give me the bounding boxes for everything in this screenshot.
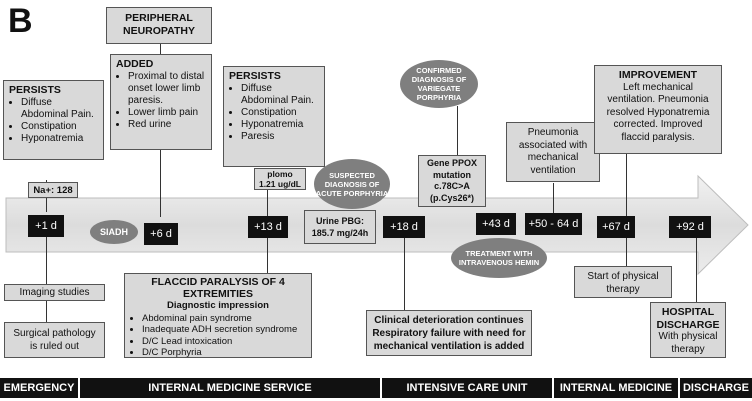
day-marker: +13 d: [248, 216, 288, 238]
box-title: PERSISTS: [229, 70, 281, 82]
phase-internal-medicine: INTERNAL MEDICINE: [554, 378, 678, 398]
list-item: Diffuse Abdominal Pain.: [21, 97, 98, 121]
physical-therapy-box: Start of physical therapy: [574, 266, 672, 298]
list-item: Constipation: [21, 121, 98, 133]
list-item: D/C Porphyria: [142, 347, 306, 359]
imaging-box: Imaging studies: [4, 284, 105, 301]
improvement-box: IMPROVEMENT Left mechanical ventilation.…: [594, 65, 722, 154]
persists-box-1: PERSISTS Diffuse Abdominal Pain. Constip…: [3, 80, 104, 160]
day-marker: +6 d: [144, 223, 178, 245]
list-item: Red urine: [128, 119, 206, 131]
connector-line: [160, 150, 161, 217]
list-item: Hyponatremia: [241, 119, 319, 131]
added-box: ADDED Proximal to distal onset lower lim…: [110, 54, 212, 150]
day-marker: +50 - 64 d: [525, 213, 582, 235]
discharge-text: With physical therapy: [658, 331, 718, 355]
lead-label: plomo: [267, 169, 293, 179]
suspected-diagnosis-oval: SUSPECTED DIAGNOSIS OF ACUTE PORPHYRIA: [314, 159, 390, 209]
timeline-arrow: [5, 174, 749, 276]
sodium-box: Na+: 128: [28, 182, 78, 198]
phase-internal-medicine-service: INTERNAL MEDICINE SERVICE: [80, 378, 380, 398]
peripheral-neuropathy-box: PERIPHERAL NEUROPATHY: [106, 7, 212, 44]
list-item: Abdominal pain syndrome: [142, 313, 306, 325]
urine-label: Urine PBG:: [315, 216, 364, 226]
urine-pbg-box: Urine PBG: 185.7 mg/24h: [304, 210, 376, 244]
box-subtitle: Diagnostic impression: [167, 300, 269, 311]
connector-line: [553, 183, 554, 216]
lead-level-box: plomo 1.21 ug/dL: [254, 168, 306, 190]
confirmed-diagnosis-oval: CONFIRMED DIAGNOSIS OF VARIEGATE PORPHYR…: [400, 60, 478, 108]
list-item: Lower limb pain: [128, 107, 206, 119]
box-title: HOSPITAL DISCHARGE: [656, 306, 720, 331]
connector-line: [626, 238, 627, 266]
persists-box-2: PERSISTS Diffuse Abdominal Pain. Constip…: [223, 66, 325, 167]
list-item: Paresis: [241, 131, 319, 143]
lead-value: 1.21 ug/dL: [258, 179, 302, 189]
gene-mutation-box: Gene PPOX mutation c.78C>A (p.Cys26*): [418, 155, 486, 207]
list-item: Constipation: [241, 107, 319, 119]
day-marker: +18 d: [383, 216, 425, 238]
gene-protein: (p.Cys26*): [429, 192, 474, 203]
surgical-box: Surgical pathology is ruled out: [4, 322, 105, 358]
gene-variant: c.78C>A: [434, 181, 470, 191]
deterioration-box: Clinical deterioration continues Respira…: [366, 310, 532, 356]
box-title: FLACCID PARALYSIS OF 4 EXTREMITIES: [151, 276, 285, 300]
list-item: Hyponatremia: [21, 133, 98, 145]
improvement-text: Left mechanical ventilation. Pneumonia r…: [606, 81, 710, 143]
connector-line: [267, 190, 268, 218]
connector-line: [46, 301, 47, 322]
list-item: Inadequate ADH secretion syndrome: [142, 324, 306, 336]
panel-label: B: [8, 2, 33, 40]
list-item: Proximal to distal onset lower limb pare…: [128, 71, 206, 107]
connector-line: [457, 106, 458, 155]
day-marker: +92 d: [669, 216, 711, 238]
phase-intensive-care-unit: INTENSIVE CARE UNIT: [382, 378, 552, 398]
treatment-oval: TREATMENT WITH INTRAVENOUS HEMIN: [451, 238, 547, 278]
box-title: IMPROVEMENT: [618, 69, 698, 81]
connector-line: [46, 233, 47, 284]
phase-discharge: DISCHARGE: [680, 378, 752, 398]
list-item: Diffuse Abdominal Pain.: [241, 83, 319, 107]
connector-line: [267, 238, 268, 273]
day-marker: +67 d: [597, 216, 635, 238]
hospital-discharge-box: HOSPITAL DISCHARGE With physical therapy: [650, 302, 726, 358]
day-marker: +43 d: [476, 213, 516, 235]
day-marker: +1 d: [28, 215, 64, 237]
gene-label: Gene PPOX mutation: [426, 158, 478, 180]
list-item: D/C Lead intoxication: [142, 336, 306, 348]
connector-line: [626, 154, 627, 216]
connector-line: [696, 238, 697, 302]
connector-line: [160, 44, 161, 54]
pneumonia-box: Pneumonia associated with mechanical ven…: [506, 122, 600, 182]
siadh-oval: SIADH: [90, 220, 138, 244]
connector-line: [404, 238, 405, 310]
phase-emergency: EMERGENCY: [0, 378, 78, 398]
urine-value: 185.7 mg/24h: [311, 228, 369, 238]
flaccid-paralysis-box: FLACCID PARALYSIS OF 4 EXTREMITIES Diagn…: [124, 273, 312, 358]
box-title: ADDED: [116, 58, 154, 70]
box-title: PERSISTS: [9, 84, 61, 96]
